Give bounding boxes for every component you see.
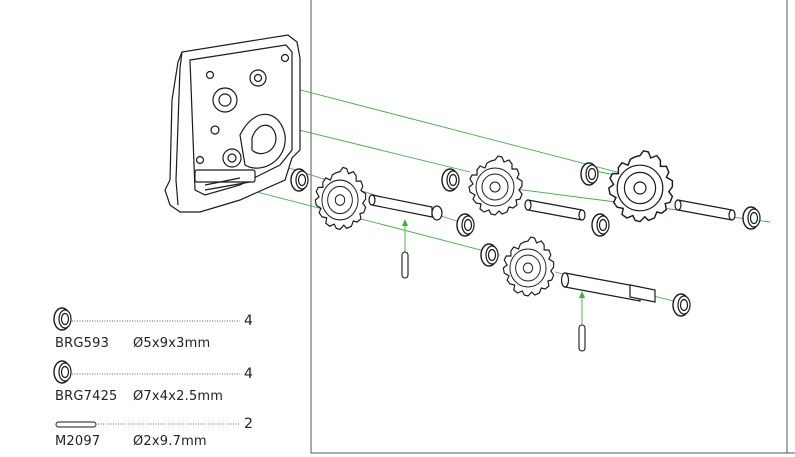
bearing-5 xyxy=(591,213,610,237)
gear-upper-2 xyxy=(608,150,674,223)
bearing-4 xyxy=(456,213,475,237)
gear-lower-right xyxy=(502,236,555,297)
pins xyxy=(401,251,586,352)
bearing-8 xyxy=(672,293,691,317)
part-code-brg593: BRG593 xyxy=(55,336,110,351)
diagram-frame xyxy=(310,0,795,454)
bearing-1 xyxy=(290,168,309,192)
part-size-m2097: Ø2x9.7mm xyxy=(133,434,207,449)
bearing-7 xyxy=(480,243,499,267)
shafts xyxy=(368,194,736,303)
gear-lower-left xyxy=(314,166,367,231)
bearing-icon xyxy=(53,360,72,384)
gearbox-housing xyxy=(164,34,301,213)
bearing-icon xyxy=(53,307,72,331)
part-code-brg7425: BRG7425 xyxy=(55,389,118,404)
part-size-brg593: Ø5x9x3mm xyxy=(133,336,211,351)
insert-arrows xyxy=(402,219,585,298)
qty-m2097: 2 xyxy=(244,416,253,432)
part-code-m2097: M2097 xyxy=(55,434,101,449)
bearing-6 xyxy=(742,206,761,230)
bearing-2 xyxy=(441,168,460,192)
gear-upper-1 xyxy=(468,155,523,216)
bearing-3 xyxy=(580,162,599,186)
pin-icon xyxy=(55,421,97,428)
qty-brg593: 4 xyxy=(244,313,253,329)
part-size-brg7425: Ø7x4x2.5mm xyxy=(133,389,224,404)
parts-list-graphics xyxy=(53,307,240,428)
qty-brg7425: 4 xyxy=(244,366,253,382)
